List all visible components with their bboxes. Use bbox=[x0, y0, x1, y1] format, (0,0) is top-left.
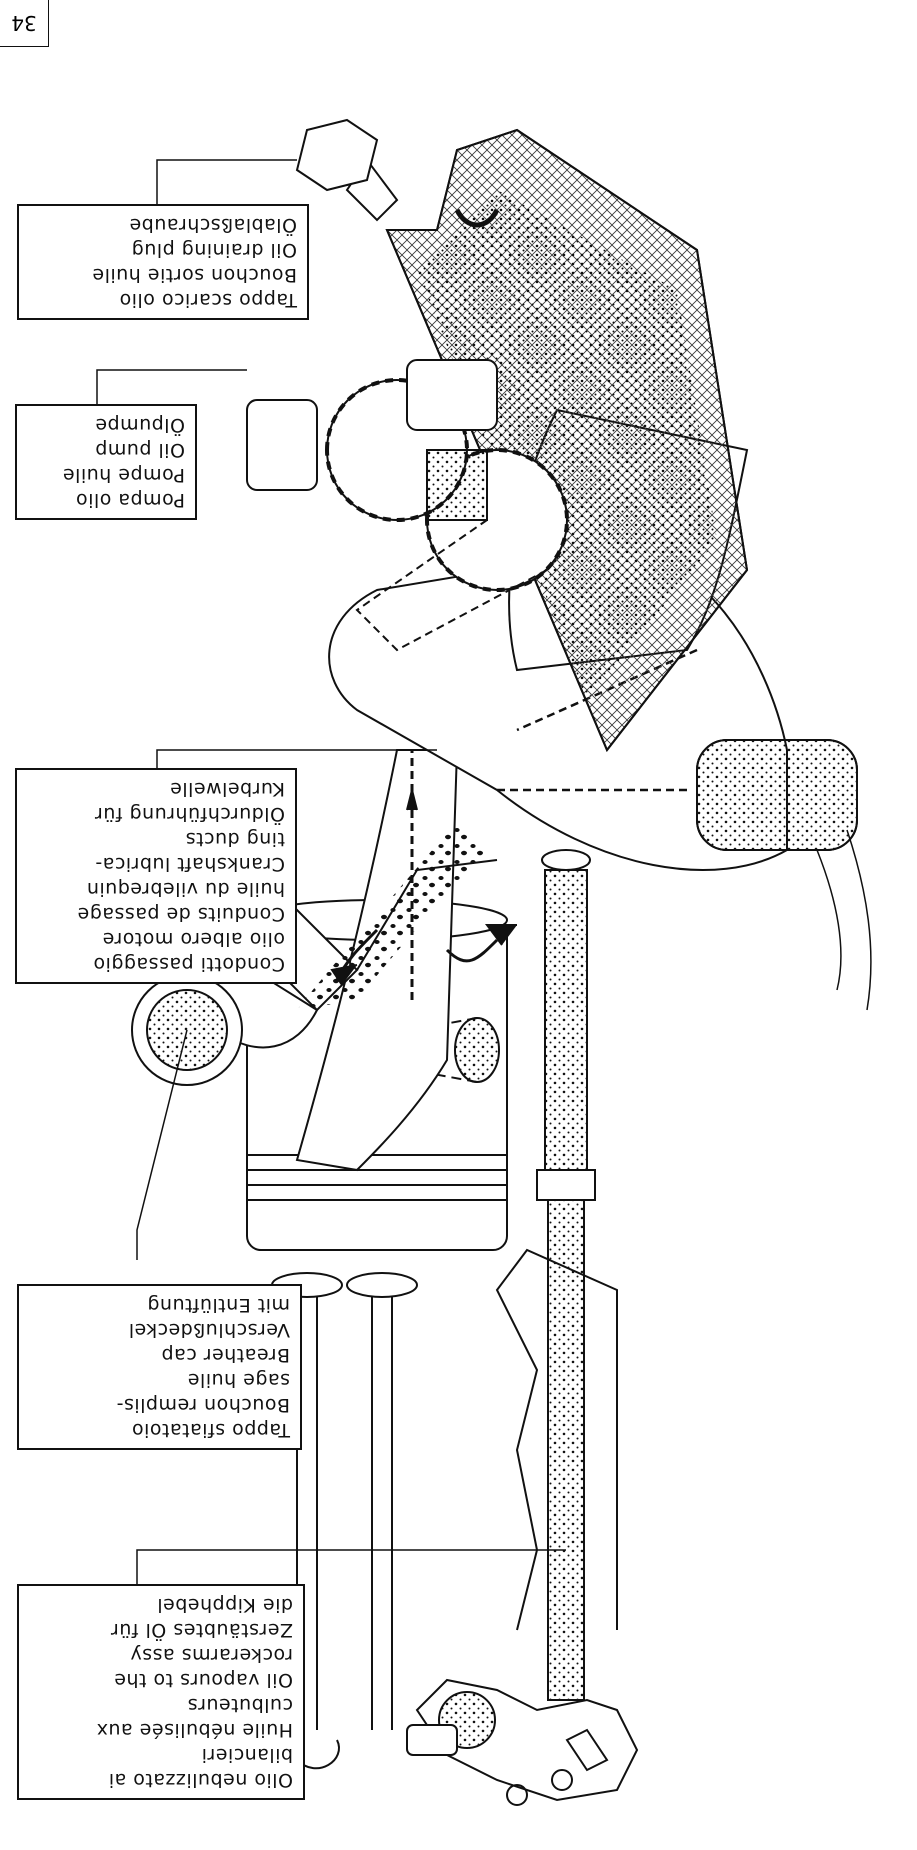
rocker-assembly bbox=[407, 1680, 637, 1805]
callout-rocker-oil-vapours: Olio nebulizzato ai bilancieri Huile néb… bbox=[17, 1584, 305, 1800]
pushrod-tube bbox=[537, 850, 595, 1700]
drain-plug bbox=[297, 120, 397, 220]
callout-drain-plug: Tappo scarico olio Bouchon sortie huile … bbox=[17, 204, 309, 320]
callout-oil-pump: Pompa olio Pompe huile Oil pump Ölpumpe bbox=[15, 404, 197, 520]
page-number: 34 bbox=[0, 0, 49, 47]
callout-crankshaft-ducts: Condotti passaggio olio albero motore Co… bbox=[15, 768, 297, 984]
leader-drain bbox=[157, 160, 297, 210]
callout-breather-cap: Tappo sfiatatoio Bouchon remplis- sage h… bbox=[17, 1284, 302, 1450]
